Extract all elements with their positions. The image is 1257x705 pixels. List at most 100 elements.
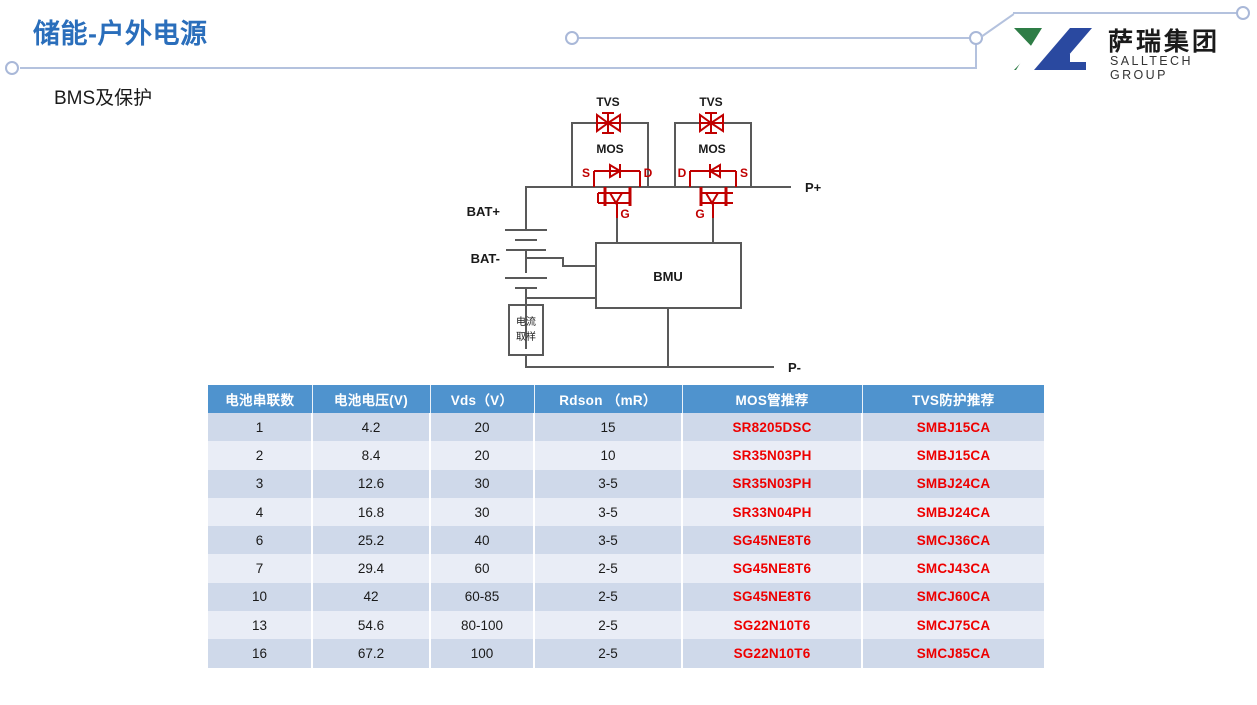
cell-vds: 30 bbox=[430, 469, 535, 498]
cell-rdson: 2-5 bbox=[534, 611, 683, 640]
table-row: 2 8.4 20 10 SR35N03PH SMBJ15CA bbox=[208, 441, 1044, 470]
cell-vds: 60 bbox=[430, 554, 535, 583]
label-shunt-line1: 电流 bbox=[516, 315, 536, 328]
cell-voltage: 29.4 bbox=[312, 554, 431, 583]
label-mos-right-source: S bbox=[740, 166, 748, 180]
company-logo: 萨瑞集团 SALLTECH GROUP bbox=[1012, 22, 1248, 82]
cell-series: 1 bbox=[208, 413, 313, 442]
cell-mos: SG45NE8T6 bbox=[682, 526, 863, 555]
cell-rdson: 2-5 bbox=[534, 639, 683, 668]
table-row: 13 54.6 80-100 2-5 SG22N10T6 SMCJ75CA bbox=[208, 611, 1044, 640]
cell-rdson: 3-5 bbox=[534, 469, 683, 498]
cell-vds: 30 bbox=[430, 497, 535, 527]
cell-tvs: SMCJ60CA bbox=[862, 582, 1044, 612]
cell-series: 10 bbox=[208, 582, 313, 612]
label-bat-minus: BAT- bbox=[471, 251, 500, 266]
table-row: 1 4.2 20 15 SR8205DSC SMBJ15CA bbox=[208, 413, 1044, 442]
label-mos-left-source: S bbox=[582, 166, 590, 180]
table-header-row: 电池串联数 电池电压(V) Vds（V） Rdson （mR） MOS管推荐 T… bbox=[208, 385, 1044, 413]
cell-series: 3 bbox=[208, 469, 313, 498]
table-row: 4 16.8 30 3-5 SR33N04PH SMBJ24CA bbox=[208, 497, 1044, 527]
column-header-voltage: 电池电压(V) bbox=[311, 385, 431, 413]
column-header-series: 电池串联数 bbox=[208, 385, 313, 413]
column-header-rdson: Rdson （mR） bbox=[533, 385, 683, 413]
decor-circle-left bbox=[5, 61, 19, 75]
label-bmu: BMU bbox=[653, 269, 683, 284]
logo-mark-icon bbox=[1014, 28, 1092, 70]
cell-mos: SG22N10T6 bbox=[682, 639, 863, 668]
cell-voltage: 16.8 bbox=[312, 497, 431, 527]
cell-voltage: 8.4 bbox=[312, 441, 431, 470]
page-title: 储能-户外电源 bbox=[33, 19, 208, 49]
decor-circle-right bbox=[1236, 6, 1250, 20]
label-bat-plus: BAT+ bbox=[467, 204, 501, 219]
table-row: 3 12.6 30 3-5 SR35N03PH SMBJ24CA bbox=[208, 469, 1044, 498]
label-mos-right: MOS bbox=[698, 142, 725, 156]
logo-name-cn: 萨瑞集团 bbox=[1108, 27, 1221, 56]
cell-voltage: 67.2 bbox=[312, 639, 431, 668]
label-mos-left: MOS bbox=[596, 142, 623, 156]
cell-mos: SG45NE8T6 bbox=[682, 554, 863, 583]
decor-circle-mid bbox=[565, 31, 579, 45]
cell-tvs: SMCJ75CA bbox=[862, 611, 1044, 640]
cell-voltage: 54.6 bbox=[312, 611, 431, 640]
column-header-mos: MOS管推荐 bbox=[681, 385, 863, 413]
tvs-left-symbol bbox=[596, 112, 621, 134]
cell-series: 13 bbox=[208, 611, 313, 640]
label-mos-left-gate: G bbox=[620, 207, 629, 221]
cell-mos: SR35N03PH bbox=[682, 469, 863, 498]
cell-vds: 40 bbox=[430, 526, 535, 555]
cell-tvs: SMBJ15CA bbox=[862, 413, 1044, 442]
table-row: 6 25.2 40 3-5 SG45NE8T6 SMCJ36CA bbox=[208, 526, 1044, 555]
cell-mos: SG45NE8T6 bbox=[682, 582, 863, 612]
cell-series: 7 bbox=[208, 554, 313, 583]
cell-rdson: 10 bbox=[534, 441, 683, 470]
mosfet-left-symbol bbox=[593, 163, 641, 218]
cell-rdson: 2-5 bbox=[534, 582, 683, 612]
section-subtitle: BMS及保护 bbox=[54, 88, 153, 109]
cell-voltage: 25.2 bbox=[312, 526, 431, 555]
cell-series: 4 bbox=[208, 497, 313, 527]
bms-circuit-diagram: TVS TVS MOS MOS S D G D S G BAT+ BAT- P+… bbox=[460, 90, 850, 375]
cell-tvs: SMCJ85CA bbox=[862, 639, 1044, 668]
cell-vds: 20 bbox=[430, 413, 535, 442]
label-p-plus: P+ bbox=[805, 180, 822, 195]
cell-tvs: SMBJ15CA bbox=[862, 441, 1044, 470]
decor-line-diagonal bbox=[980, 13, 1015, 38]
column-header-tvs: TVS防护推荐 bbox=[861, 385, 1044, 413]
cell-mos: SR33N04PH bbox=[682, 497, 863, 527]
cell-rdson: 3-5 bbox=[534, 497, 683, 527]
cell-voltage: 42 bbox=[312, 582, 431, 612]
cell-series: 6 bbox=[208, 526, 313, 555]
cell-rdson: 15 bbox=[534, 413, 683, 442]
cell-mos: SR35N03PH bbox=[682, 441, 863, 470]
label-mos-left-drain: D bbox=[644, 166, 653, 180]
decor-line-top bbox=[1013, 12, 1238, 14]
table-row: 16 67.2 100 2-5 SG22N10T6 SMCJ85CA bbox=[208, 639, 1044, 668]
tvs-right-symbol bbox=[699, 112, 724, 134]
table-row: 10 42 60-85 2-5 SG45NE8T6 SMCJ60CA bbox=[208, 582, 1044, 612]
label-tvs-right: TVS bbox=[699, 95, 722, 109]
cell-tvs: SMCJ43CA bbox=[862, 554, 1044, 583]
cell-rdson: 3-5 bbox=[534, 526, 683, 555]
label-mos-right-gate: G bbox=[695, 207, 704, 221]
decor-line-vertical bbox=[975, 38, 977, 69]
cell-vds: 20 bbox=[430, 441, 535, 470]
cell-voltage: 12.6 bbox=[312, 469, 431, 498]
cell-voltage: 4.2 bbox=[312, 413, 431, 442]
cell-mos: SR8205DSC bbox=[682, 413, 863, 442]
cell-vds: 60-85 bbox=[430, 582, 535, 612]
mosfet-right-symbol bbox=[689, 163, 737, 218]
cell-mos: SG22N10T6 bbox=[682, 611, 863, 640]
logo-name-en: SALLTECH GROUP bbox=[1110, 54, 1193, 82]
cell-vds: 100 bbox=[430, 639, 535, 668]
cell-tvs: SMBJ24CA bbox=[862, 469, 1044, 498]
cell-tvs: SMBJ24CA bbox=[862, 497, 1044, 527]
table-row: 7 29.4 60 2-5 SG45NE8T6 SMCJ43CA bbox=[208, 554, 1044, 583]
spec-table: 电池串联数 电池电压(V) Vds（V） Rdson （mR） MOS管推荐 T… bbox=[208, 385, 1044, 668]
column-header-vds: Vds（V） bbox=[429, 385, 535, 413]
cell-series: 2 bbox=[208, 441, 313, 470]
label-p-minus: P- bbox=[788, 360, 801, 375]
cell-vds: 80-100 bbox=[430, 611, 535, 640]
